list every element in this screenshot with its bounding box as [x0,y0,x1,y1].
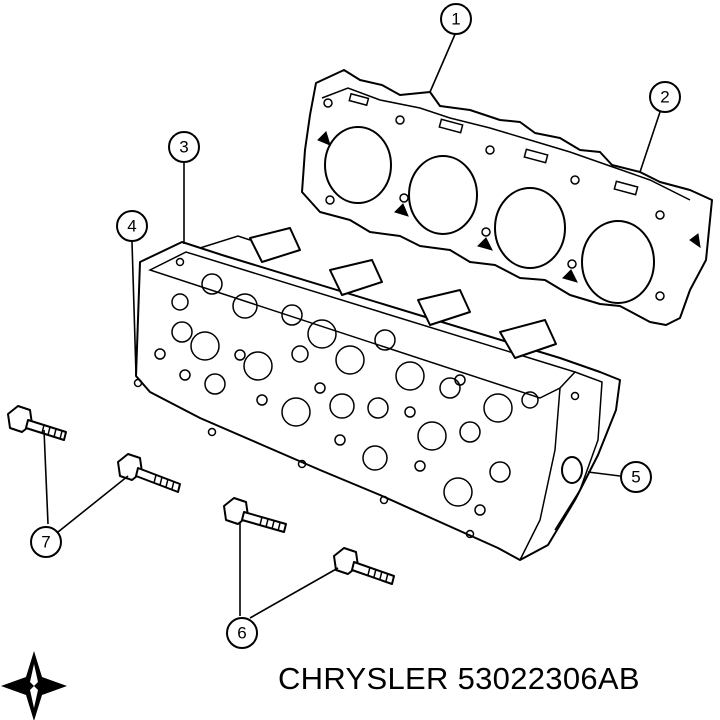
callout-6: 6 [226,617,258,649]
callout-2: 2 [649,81,681,113]
bolt-6a [223,497,287,533]
callout-4: 4 [116,210,148,242]
callout-7-label: 7 [41,533,50,552]
chrysler-star-icon [1,651,67,720]
callout-6-label: 6 [237,624,246,643]
brand-name: CHRYSLER [278,661,449,696]
bolt-7b [117,453,181,493]
callout-7: 7 [30,526,62,558]
rear-plug [561,456,583,484]
brand-part-number-caption: CHRYSLER 53022306AB [278,661,640,697]
callout-3: 3 [168,131,200,163]
valve-bosses [154,273,539,516]
cylinder-head-gasket [301,69,713,326]
callout-5: 5 [620,461,652,493]
callout-2-label: 2 [660,88,669,107]
callout-5-label: 5 [631,468,640,487]
callout-4-label: 4 [127,217,136,236]
bolt-7a [7,405,67,441]
leader-lines [43,31,661,619]
callout-1: 1 [440,3,472,35]
callout-3-label: 3 [179,138,188,157]
cylinder-head [133,227,621,561]
part-number: 53022306AB [457,661,640,696]
callout-1-label: 1 [451,10,460,29]
bolt-6b [333,547,395,585]
